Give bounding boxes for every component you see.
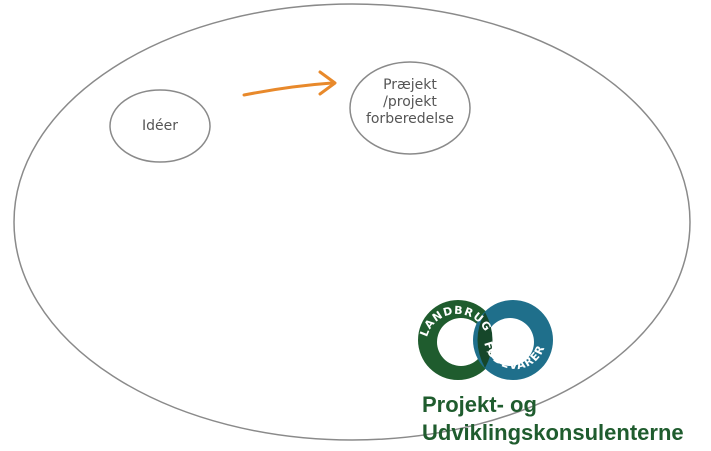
node-ideer-shape: [109, 89, 211, 163]
brand-text-line-1: Projekt- og: [422, 392, 537, 417]
logo-overlap: [477, 312, 493, 368]
node-praeprojekt-shape: [349, 61, 471, 155]
brand-text-line-2: Udviklingskonsulenterne: [422, 420, 684, 445]
logo-left-ring-inner: [437, 318, 485, 366]
logo: LANDBRUG FØDEVARER: [417, 300, 553, 380]
node-ideer-label: Idéer: [142, 118, 178, 134]
arrow-ideer-to-praeprojekt: [242, 70, 337, 97]
outer-ellipse: [13, 3, 691, 441]
node-praeprojekt-label: Præjekt /projekt forberedelse: [365, 77, 455, 127]
logo-right-ring-inner: [486, 318, 534, 366]
